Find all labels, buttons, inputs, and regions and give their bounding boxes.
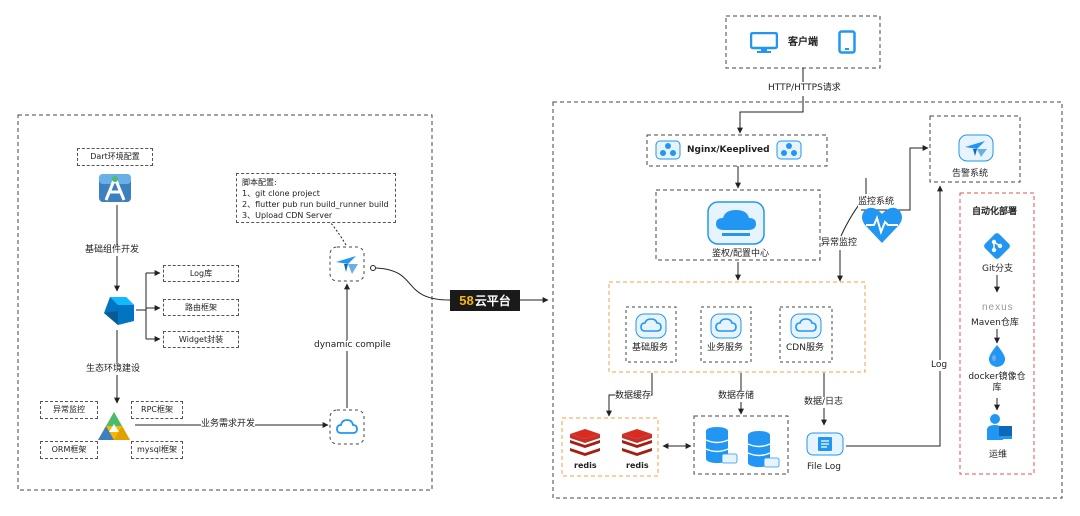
orm-box: ORM框架 <box>40 441 98 459</box>
android-studio-icon <box>97 170 133 204</box>
router-box: 路由框架 <box>163 299 239 316</box>
biz-icon-box <box>329 409 365 445</box>
heart-monitor-icon <box>860 205 904 245</box>
nginx-right-icon <box>776 140 802 160</box>
log-lib-box: Log库 <box>163 265 239 282</box>
server-platform-container <box>552 101 1063 499</box>
deploy-title: 自动化部署 <box>972 207 1018 217</box>
dart-env-box: Dart环境配置 <box>77 148 153 166</box>
rpc-box: RPC框架 <box>131 401 183 419</box>
script-line-3: 3、Upload CDN Server <box>242 211 333 220</box>
cdn-service-icon <box>790 313 822 339</box>
config-center-icon <box>706 200 766 246</box>
basic-dev-label: 基础组件开发 <box>85 245 140 256</box>
git-icon <box>983 232 1011 260</box>
database-icon-2 <box>746 430 780 470</box>
database-icon-1 <box>704 426 738 466</box>
tablet-icon <box>838 30 856 54</box>
abnormal-monitor-label: 异常监控 <box>821 238 858 249</box>
redis-icon-1 <box>568 428 602 456</box>
biz-dev-label: 业务需求开发 <box>201 419 256 430</box>
platform-digits: 58 <box>459 293 474 308</box>
ecosystem-hub-icon <box>96 410 132 442</box>
maven-label: Maven仓库 <box>971 318 1019 328</box>
docker-icon <box>986 344 1008 368</box>
cloud-platform-logo: 58 云平台 <box>450 290 520 311</box>
biz-service-icon <box>710 313 742 339</box>
client-label: 客户端 <box>788 37 818 48</box>
exception-monitor-box: 异常监控 <box>40 401 98 419</box>
basic-service-label: 基础服务 <box>632 343 669 353</box>
data-log-label: 数据/日志 <box>804 397 844 408</box>
redis-label-1: redis <box>574 461 597 470</box>
monitor-icon <box>750 32 778 54</box>
nginx-label: Nginx/Keeplived <box>687 145 770 155</box>
log-flow-label: Log <box>931 360 948 371</box>
script-config-title: 脚本配置: <box>242 178 277 187</box>
dart-logo-icon <box>100 293 136 329</box>
alert-system-label: 告警系统 <box>952 169 989 179</box>
cdn-service-label: CDN服务 <box>786 343 824 353</box>
file-log-label: File Log <box>807 462 841 472</box>
script-line-2: 2、flutter pub run build_runner build <box>242 200 389 209</box>
redis-icon-2 <box>620 428 654 456</box>
basic-service-icon <box>635 313 667 339</box>
ops-label: 运维 <box>989 450 1008 460</box>
dev-environment-container <box>17 114 433 491</box>
cloud-icon <box>336 417 358 437</box>
auth-center-label: 鉴权/配置中心 <box>712 249 770 259</box>
dynamic-compile-label: dynamic compile <box>314 340 391 351</box>
monitor-system-label: 监控系统 <box>858 197 895 208</box>
eco-build-label: 生态环境建设 <box>86 364 141 375</box>
file-log-icon <box>806 432 844 456</box>
nginx-left-icon <box>655 140 681 160</box>
widget-box: Widget封装 <box>163 331 239 348</box>
git-branch-label: Git分支 <box>982 264 1014 274</box>
data-cache-label: 数据缓存 <box>615 391 652 402</box>
flutter-compile-icon <box>334 252 360 276</box>
alert-icon <box>958 134 994 162</box>
platform-name: 云平台 <box>474 294 511 308</box>
http-request-label: HTTP/HTTPS请求 <box>768 83 841 94</box>
docker-label: docker镜像仓库 <box>968 372 1026 393</box>
ops-engineer-icon <box>983 412 1013 442</box>
script-config-note: 脚本配置: 1、git clone project 2、flutter pub … <box>236 173 396 223</box>
redis-label-2: redis <box>626 461 649 470</box>
script-line-1: 1、git clone project <box>242 189 320 198</box>
nexus-logo: nexus <box>982 302 1014 313</box>
redis-container <box>561 417 659 477</box>
biz-service-label: 业务服务 <box>707 343 744 353</box>
mysql-box: mysql框架 <box>131 441 183 459</box>
data-storage-label: 数据存储 <box>718 391 755 402</box>
